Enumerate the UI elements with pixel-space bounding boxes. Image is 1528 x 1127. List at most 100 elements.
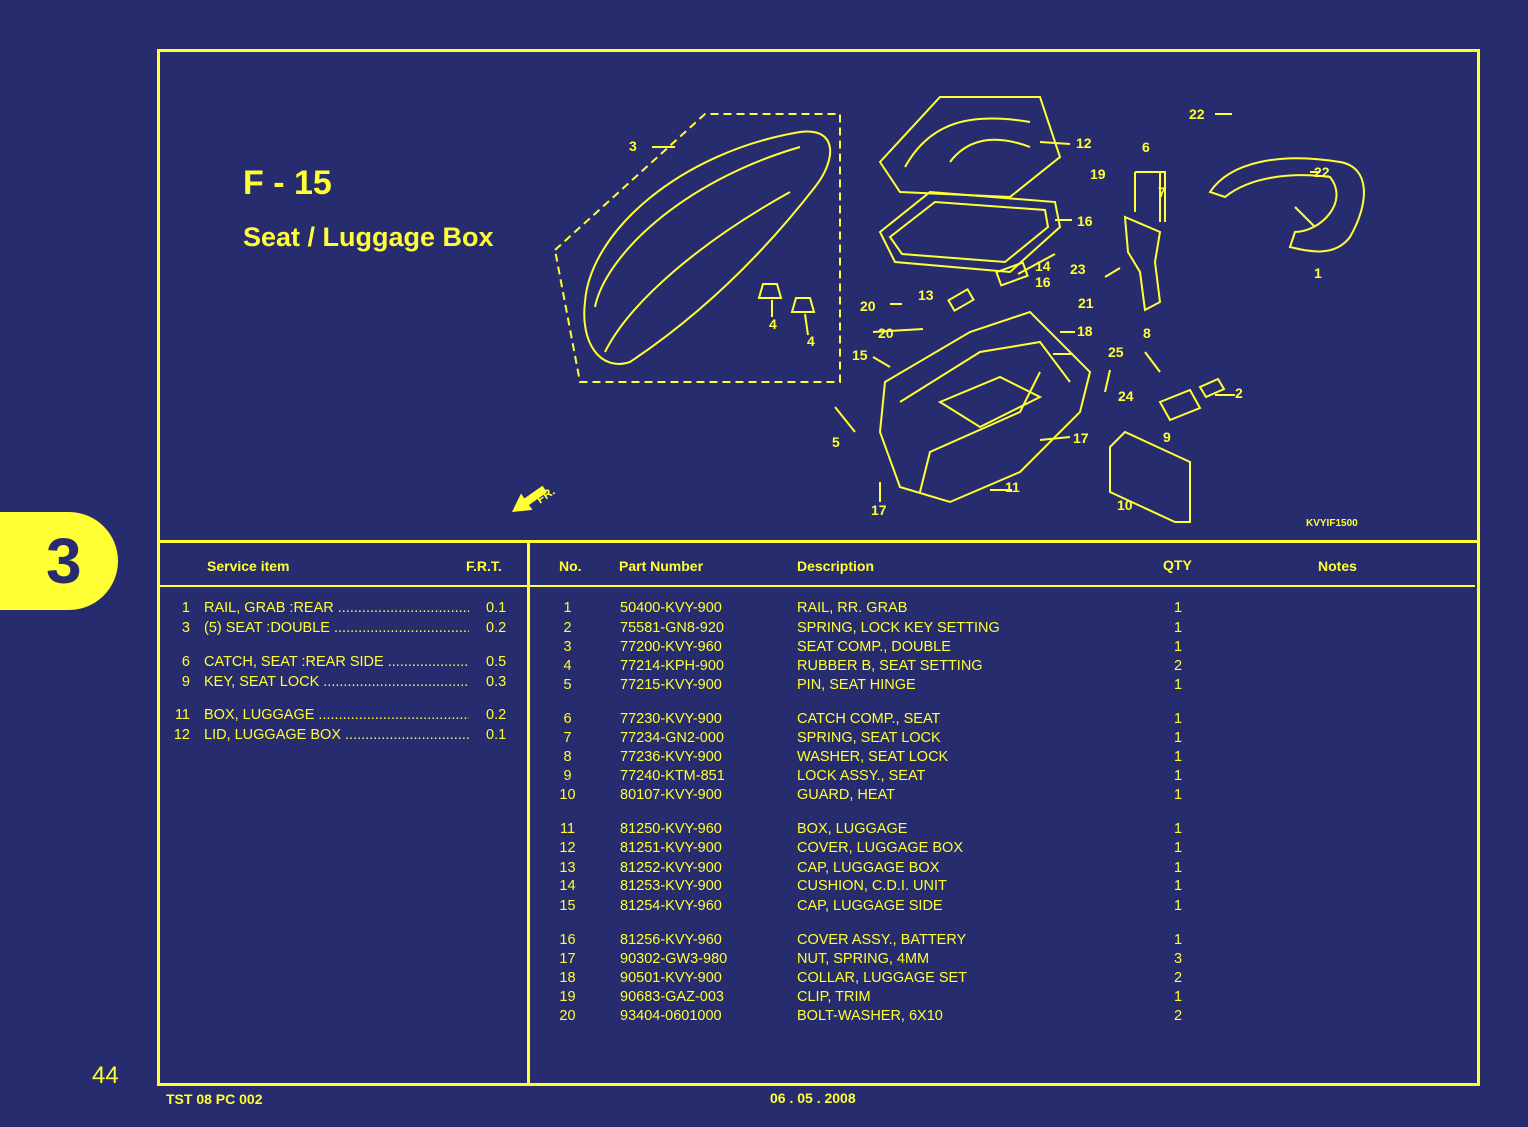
- service-row-name: LID, LUGGAGE BOX .......................…: [204, 727, 469, 743]
- parts-row-part-number: 77230-KVY-900: [620, 711, 722, 727]
- service-row-frt: 0.2: [486, 620, 507, 636]
- seat-lock: [1158, 388, 1202, 422]
- parts-row-description: BOLT-WASHER, 6X10: [797, 1008, 943, 1024]
- parts-row-description: CLIP, TRIM: [797, 989, 871, 1005]
- service-row-no: 3: [181, 620, 190, 636]
- parts-row-part-number: 50400-KVY-900: [620, 600, 722, 616]
- parts-row-description: LOCK ASSY., SEAT: [797, 768, 926, 784]
- parts-row-no: 1: [563, 600, 572, 616]
- parts-row-qty: 1: [1174, 932, 1183, 948]
- diagram-divider: [157, 540, 1477, 543]
- callout-17b: 17: [871, 502, 887, 518]
- parts-row-description: CAP, LUGGAGE BOX: [797, 860, 940, 876]
- parts-row-part-number: 77236-KVY-900: [620, 749, 722, 765]
- service-row-name-text: BOX, LUGGAGE: [204, 707, 315, 723]
- callout-18: 18: [1077, 323, 1093, 339]
- service-row-name-text: RAIL, GRAB :REAR: [204, 600, 334, 616]
- parts-header-part-number: Part Number: [619, 558, 704, 574]
- parts-row-part-number: 77240-KTM-851: [620, 768, 725, 784]
- leader-dots: ........................................…: [318, 707, 469, 723]
- seat-catch: [1123, 215, 1162, 312]
- parts-row-qty: 1: [1174, 730, 1183, 746]
- parts-row-description: COVER, LUGGAGE BOX: [797, 840, 963, 856]
- parts-row-qty: 1: [1174, 768, 1183, 784]
- parts-row-part-number: 77215-KVY-900: [620, 677, 722, 693]
- parts-row-no: 13: [559, 860, 576, 876]
- parts-row-description: NUT, SPRING, 4MM: [797, 951, 930, 967]
- service-row-no: 1: [181, 600, 190, 616]
- service-row-name-text: (5) SEAT :DOUBLE: [204, 620, 330, 636]
- callout-19: 19: [1090, 166, 1106, 182]
- callout-9: 9: [1163, 429, 1171, 445]
- service-header-item: Service item: [207, 558, 290, 574]
- parts-row-description: RAIL, RR. GRAB: [797, 600, 908, 616]
- parts-row-no: 18: [559, 970, 576, 986]
- table-divider: [527, 542, 530, 1083]
- parts-row-qty: 1: [1174, 620, 1183, 636]
- parts-row-qty: 1: [1174, 878, 1183, 894]
- parts-row-no: 10: [559, 787, 576, 803]
- parts-row-no: 19: [559, 989, 576, 1005]
- parts-row-description: SEAT COMP., DOUBLE: [797, 639, 951, 655]
- parts-row-description: SPRING, LOCK KEY SETTING: [797, 620, 1000, 636]
- parts-row-description: CUSHION, C.D.I. UNIT: [797, 878, 947, 894]
- parts-row-no: 16: [559, 932, 576, 948]
- parts-row-part-number: 77234-GN2-000: [620, 730, 724, 746]
- parts-row-qty: 1: [1174, 600, 1183, 616]
- luggage-box: [878, 310, 1092, 504]
- service-row-no: 12: [173, 727, 190, 743]
- service-row-name: RAIL, GRAB :REAR .......................…: [204, 600, 469, 616]
- service-row-no: 6: [181, 654, 190, 670]
- service-row-name-text: LID, LUGGAGE BOX: [204, 727, 341, 743]
- callout-4a: 4: [769, 316, 777, 332]
- parts-row-part-number: 81253-KVY-900: [620, 878, 722, 894]
- callout-2: 2: [1235, 385, 1243, 401]
- parts-row-qty: 1: [1174, 677, 1183, 693]
- leader-dots: ........................................…: [323, 674, 469, 690]
- parts-row-part-number: 77214-KPH-900: [620, 658, 724, 674]
- parts-row-qty: 1: [1174, 711, 1183, 727]
- parts-row-part-number: 80107-KVY-900: [620, 787, 722, 803]
- exploded-diagram: FR. KVYIF1500 1 2 3 4 4 5 6 7 8 9 10 11 …: [512, 96, 1365, 529]
- service-row-frt: 0.3: [486, 674, 507, 690]
- page-frame: [157, 49, 1480, 1086]
- parts-row-no: 20: [559, 1008, 576, 1024]
- seat-outline-box: [553, 113, 841, 383]
- parts-row-no: 7: [563, 730, 572, 746]
- parts-row-part-number: 81256-KVY-960: [620, 932, 722, 948]
- leader-dots: ........................................…: [387, 654, 469, 670]
- parts-row-description: PIN, SEAT HINGE: [797, 677, 916, 693]
- parts-row-no: 9: [563, 768, 572, 784]
- parts-row-part-number: 77200-KVY-960: [620, 639, 722, 655]
- parts-row-part-number: 90302-GW3-980: [620, 951, 728, 967]
- parts-row-qty: 2: [1174, 970, 1183, 986]
- callout-16: 16: [1077, 213, 1093, 229]
- parts-row-description: COLLAR, LUGGAGE SET: [797, 970, 968, 986]
- parts-row-no: 12: [559, 840, 576, 856]
- service-row-name-text: CATCH, SEAT :REAR SIDE: [204, 654, 384, 670]
- service-row-name: BOX, LUGGAGE ...........................…: [204, 707, 469, 723]
- section-tab: 3: [0, 512, 118, 610]
- parts-row-part-number: 90683-GAZ-003: [620, 989, 724, 1005]
- parts-row-no: 15: [559, 898, 576, 914]
- leader-dots: ........................................…: [345, 727, 469, 743]
- callout-4b: 4: [807, 333, 815, 349]
- parts-row-part-number: 81254-KVY-960: [620, 898, 722, 914]
- parts-row-description: CAP, LUGGAGE SIDE: [797, 898, 943, 914]
- callout-14: 14: [1035, 258, 1051, 274]
- parts-row-qty: 1: [1174, 787, 1183, 803]
- callout-24: 24: [1118, 388, 1134, 404]
- leader-dots: ........................................…: [337, 600, 469, 616]
- parts-row-no: 5: [563, 677, 572, 693]
- parts-row-no: 17: [559, 951, 576, 967]
- callout-20a: 20: [860, 298, 876, 314]
- callout-15: 15: [852, 347, 868, 363]
- callout-7: 7: [1158, 184, 1166, 200]
- callout-6: 6: [1142, 139, 1150, 155]
- callout-21: 21: [1078, 295, 1094, 311]
- parts-row-part-number: 90501-KVY-900: [620, 970, 722, 986]
- parts-row-qty: 1: [1174, 898, 1183, 914]
- grab-rail: [1208, 157, 1365, 253]
- service-header-frt: F.R.T.: [466, 558, 502, 574]
- parts-row-description: CATCH COMP., SEAT: [797, 711, 941, 727]
